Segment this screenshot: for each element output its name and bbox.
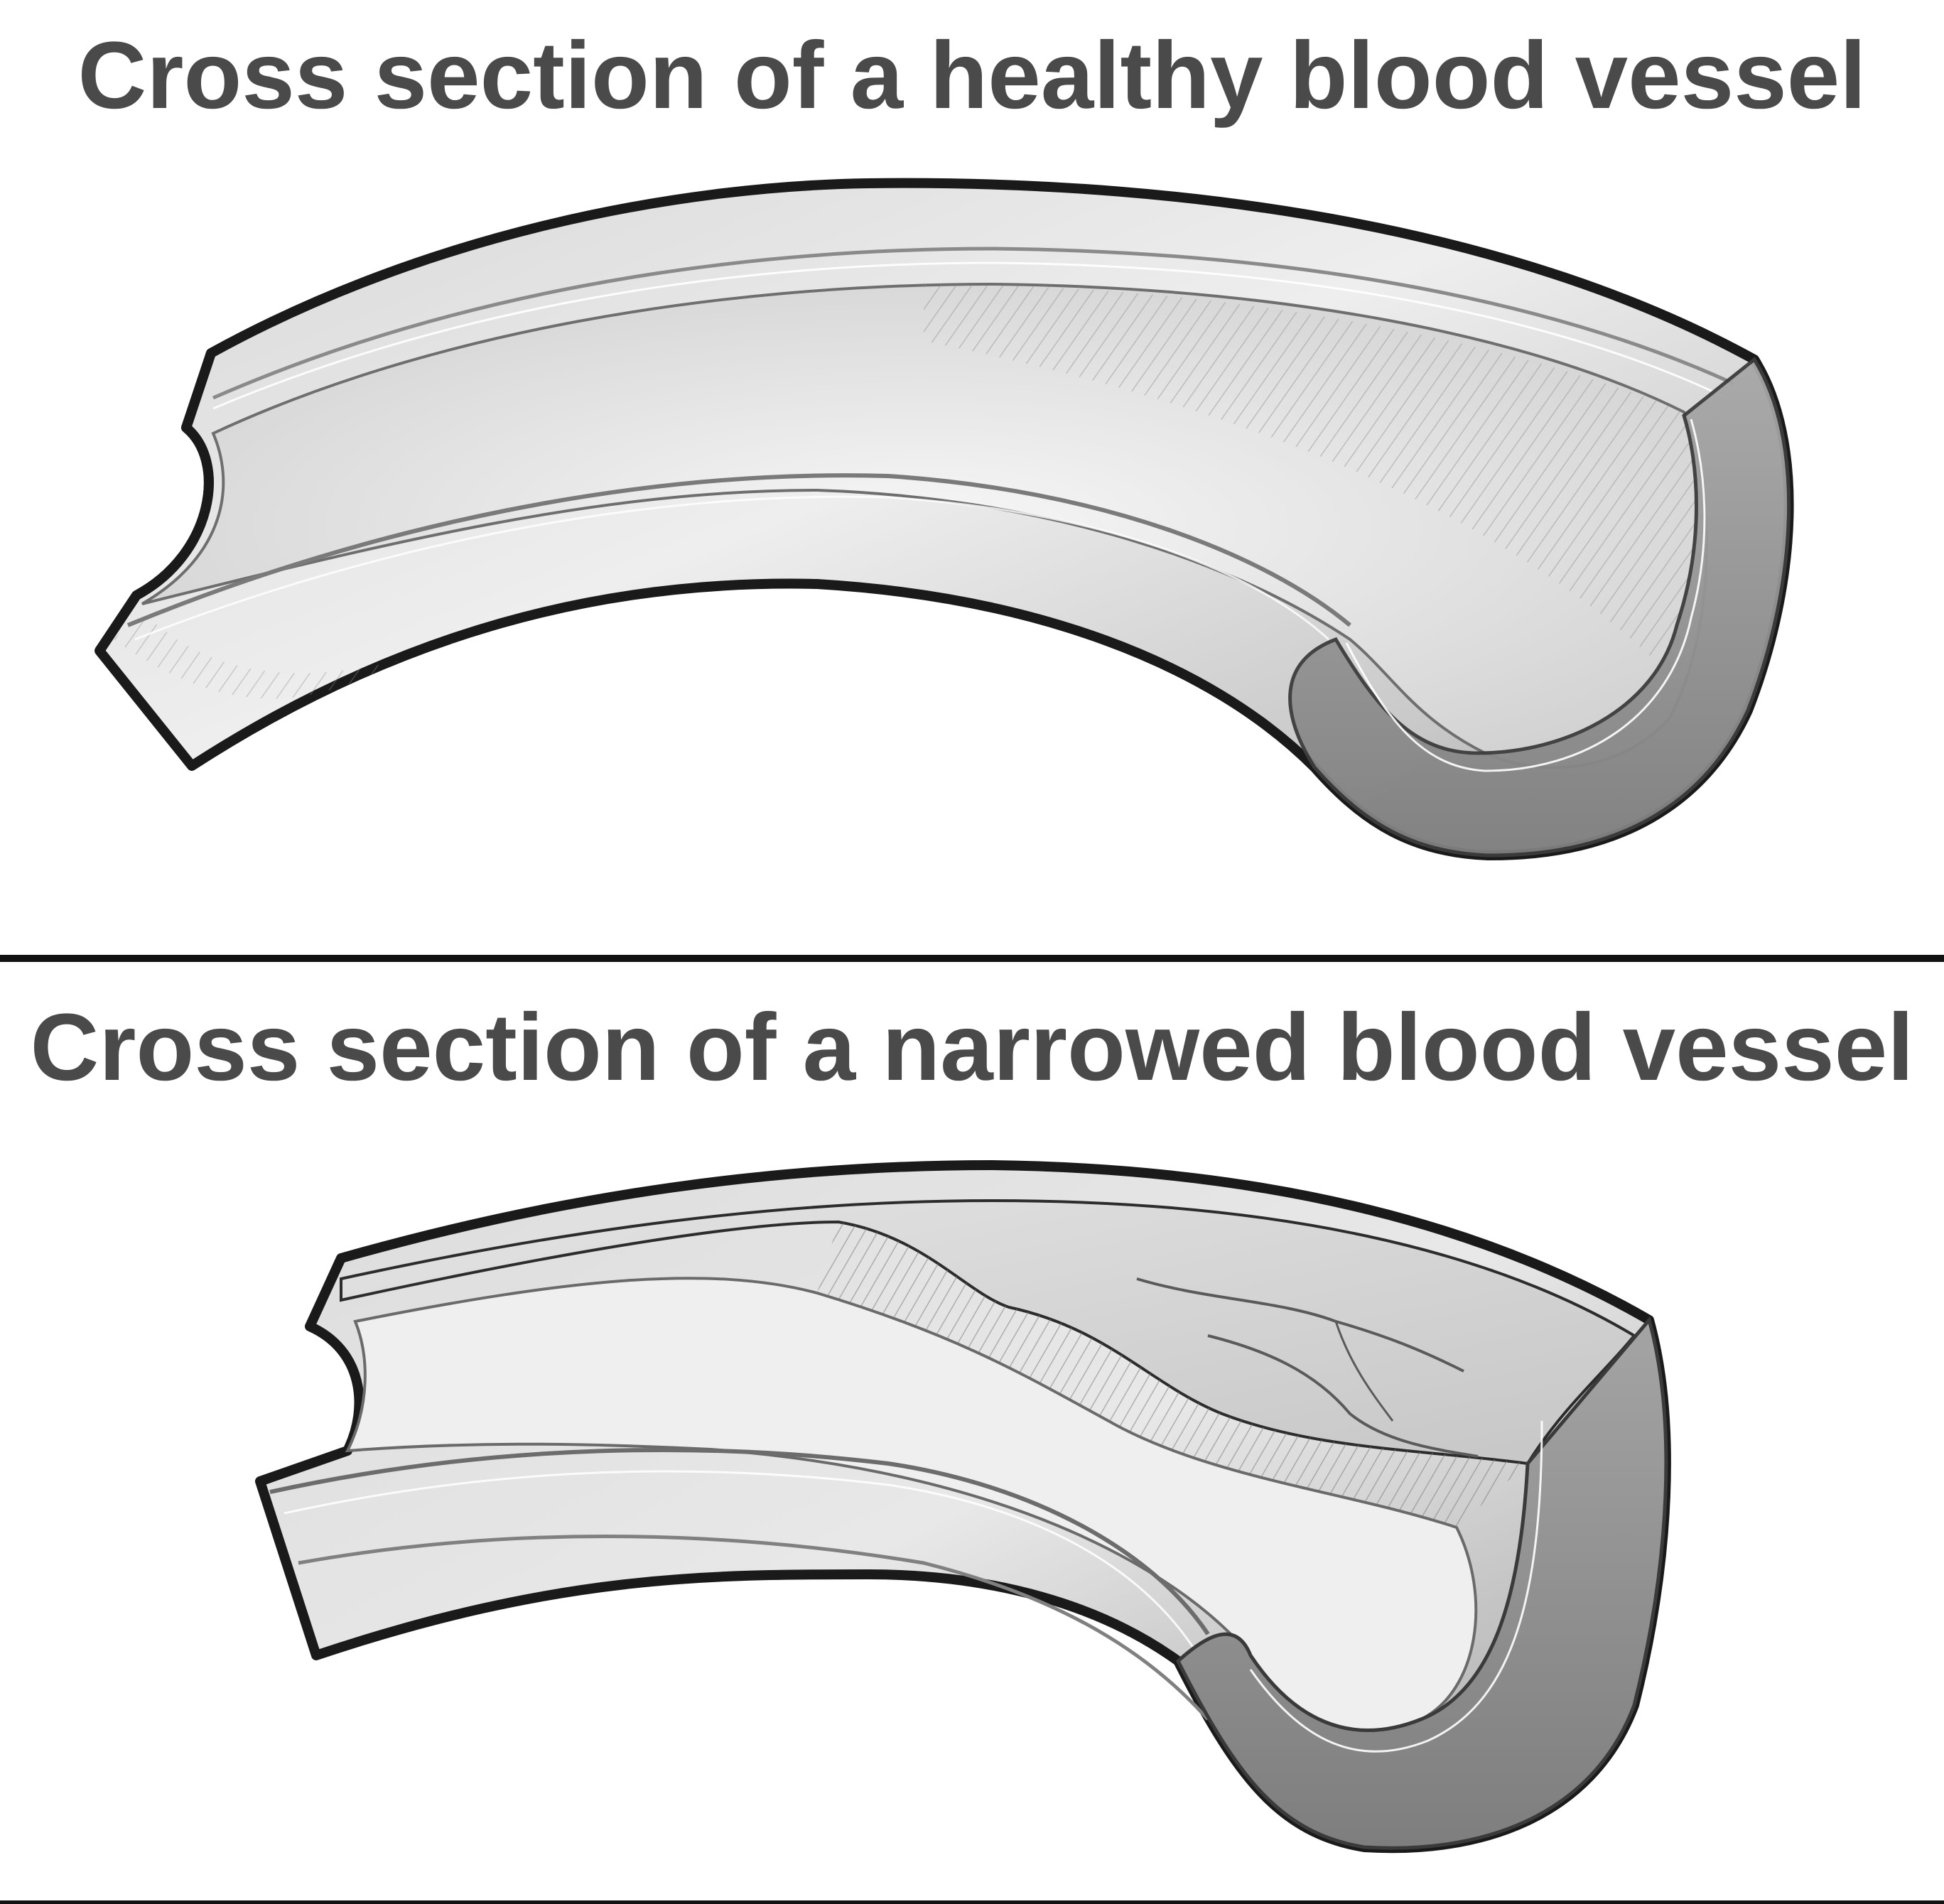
healthy-vessel-title: Cross section of a healthy blood vessel [77, 23, 1867, 129]
bottom-border [0, 1900, 1944, 1904]
narrowed-vessel-cut-face [1175, 1316, 1668, 1850]
plaque-buildup [340, 1199, 1636, 1466]
narrowed-vessel-wall [255, 1160, 1671, 1854]
healthy-vessel-cut-face [1288, 357, 1791, 858]
panel-divider [0, 955, 1944, 962]
narrowed-vessel-title: Cross section of a narrowed blood vessel [30, 995, 1914, 1100]
healthy-vessel-illustration [94, 178, 1794, 861]
healthy-vessel-panel [94, 178, 1794, 861]
narrowed-vessel-lumen [345, 1277, 1478, 1732]
